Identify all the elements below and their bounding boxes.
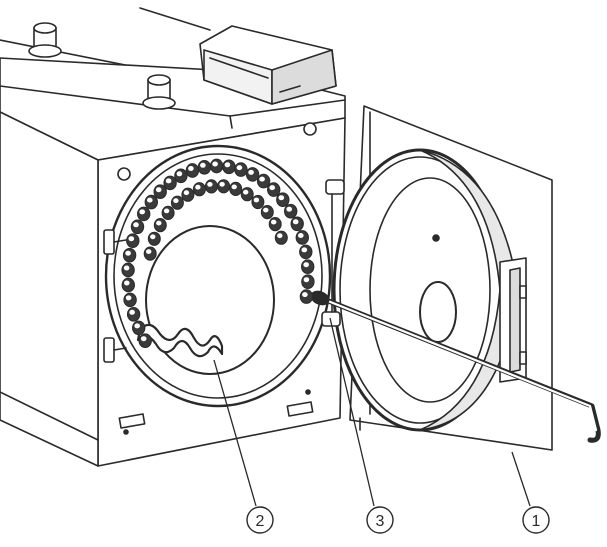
tube-hole-inner-5 — [170, 195, 184, 210]
rivet-right — [305, 389, 311, 395]
tube-hole-outer-highlight-3 — [129, 309, 135, 315]
bolt-right — [303, 122, 317, 136]
leader-line-3 — [329, 317, 375, 507]
tube-hole-outer-highlight-14 — [176, 171, 183, 177]
tube-hole-outer-highlight-6 — [123, 265, 130, 271]
tube-hole-outer-highlight-23 — [278, 195, 285, 201]
tube-hole-outer-highlight-1 — [140, 336, 147, 342]
tube-hole-outer-highlight-5 — [124, 280, 130, 286]
tube-hole-inner-highlight-3 — [156, 220, 162, 226]
tube-hole-outer-highlight-8 — [128, 236, 135, 242]
tube-hole-outer-highlight-4 — [125, 295, 132, 301]
tube-hole-outer-highlight-24 — [286, 206, 293, 212]
tube-hole-inner-highlight-9 — [219, 181, 225, 187]
tube-hole-outer-highlight-9 — [133, 222, 139, 228]
callout-2-circle — [246, 506, 274, 534]
door-screw — [432, 234, 440, 242]
tube-hole-inner-12 — [251, 194, 265, 210]
tube-hole-outer-highlight-13 — [165, 178, 172, 184]
tube-hole-outer-highlight-28 — [303, 262, 310, 268]
callout-1-circle — [522, 506, 550, 534]
tube-hole-inner-3 — [153, 218, 167, 233]
flue-tube-holes — [121, 158, 315, 349]
door-peephole — [419, 281, 457, 343]
tube-hole-outer-highlight-19 — [236, 165, 243, 171]
tube-hole-outer-highlight-16 — [200, 162, 206, 168]
tube-hole-outer-highlight-11 — [147, 197, 153, 203]
callout-1-label: 1 — [532, 513, 541, 530]
front-hinge — [103, 229, 127, 363]
tube-hole-outer-highlight-25 — [292, 219, 299, 225]
callout-1: 1 — [522, 506, 550, 534]
boiler-side-panel — [0, 111, 99, 467]
tube-hole-outer-highlight-27 — [301, 247, 308, 253]
leader-line-1 — [511, 451, 531, 507]
tube-hole-inner-8 — [204, 179, 218, 194]
tube-hole-inner-highlight-12 — [253, 197, 260, 203]
tube-hole-inner-1 — [143, 246, 157, 261]
tube-hole-inner-10 — [229, 181, 243, 196]
tube-hole-inner-highlight-13 — [263, 207, 269, 213]
tube-hole-inner-highlight-10 — [231, 184, 237, 190]
tube-hole-inner-highlight-5 — [173, 198, 179, 204]
door-hinge — [321, 179, 345, 327]
tube-hole-outer-highlight-22 — [269, 185, 276, 191]
pipe-stub-left — [28, 22, 62, 58]
side-base-line — [0, 391, 99, 441]
bolt-left — [117, 167, 131, 181]
tube-hole-outer-highlight-10 — [139, 209, 145, 215]
tube-hole-inner-highlight-1 — [146, 249, 152, 255]
tube-hole-outer-highlight-20 — [248, 169, 254, 175]
cleaning-rod — [313, 293, 601, 443]
tube-hole-inner-2 — [147, 231, 161, 246]
tube-hole-inner-highlight-4 — [163, 208, 170, 214]
door-latch — [499, 257, 527, 383]
vent-slot-right — [286, 401, 314, 417]
tube-hole-inner-14 — [268, 217, 282, 232]
tube-hole-inner-9 — [217, 179, 231, 194]
tube-hole-outer-highlight-30 — [302, 292, 308, 298]
leader-line-2 — [213, 359, 257, 507]
tube-hole-inner-11 — [240, 187, 254, 202]
heat-exchanger-turbulator — [136, 323, 224, 358]
tube-hole-inner-highlight-8 — [207, 182, 213, 187]
tube-hole-inner-highlight-7 — [195, 184, 201, 190]
callout-2-label: 2 — [256, 513, 265, 530]
tube-hole-inner-15 — [274, 230, 288, 245]
control-box — [199, 25, 337, 105]
tube-hole-outer-highlight-2 — [134, 323, 140, 329]
tube-hole-outer-highlight-29 — [303, 277, 310, 283]
boiler-top-seam-2 — [229, 115, 233, 129]
callout-3-label: 3 — [376, 513, 385, 530]
callout-3: 3 — [366, 506, 394, 534]
tube-hole-inner-highlight-15 — [277, 233, 283, 239]
callout-3-circle — [366, 506, 394, 534]
tube-hole-outer-highlight-12 — [155, 187, 162, 193]
tube-hole-outer-highlight-21 — [259, 176, 265, 182]
furnace-ring-inner — [113, 153, 323, 399]
cleaning-rod-core — [316, 295, 598, 432]
tube-hole-inner-13 — [260, 205, 274, 220]
top-rail — [139, 7, 211, 31]
pipe-stub-right — [142, 74, 176, 110]
vent-slot-left — [118, 413, 146, 429]
tube-hole-outer-highlight-18 — [224, 162, 231, 168]
tube-hole-outer-highlight-15 — [188, 166, 194, 171]
tube-hole-outer-highlight-7 — [125, 250, 131, 256]
tube-hole-outer-highlight-17 — [212, 161, 218, 167]
tube-hole-inner-7 — [192, 182, 206, 197]
tube-hole-inner-highlight-14 — [271, 219, 277, 225]
callout-2: 2 — [246, 506, 274, 534]
tube-hole-inner-highlight-6 — [183, 190, 190, 196]
tube-hole-inner-highlight-2 — [150, 234, 156, 240]
tube-hole-outer-highlight-26 — [298, 233, 304, 238]
rivet-left — [123, 429, 129, 435]
tube-hole-inner-6 — [181, 187, 195, 202]
tube-hole-inner-highlight-11 — [243, 189, 249, 195]
tube-hole-inner-4 — [161, 205, 175, 220]
door-insulation-side — [419, 149, 519, 431]
